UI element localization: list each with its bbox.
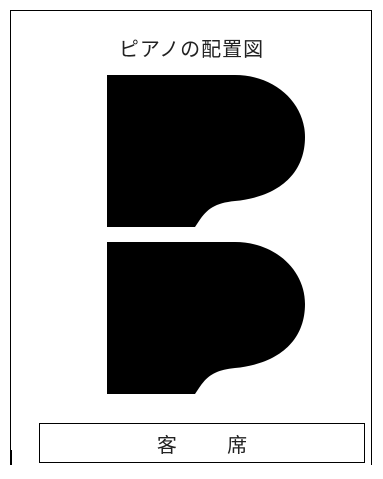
- frame-edge-left: [10, 450, 12, 465]
- piano-top: [107, 75, 307, 227]
- audience-seating-box: 客 席: [39, 423, 365, 463]
- audience-label: 客 席: [156, 432, 270, 457]
- diagram-title: ピアノの配置図: [118, 37, 265, 61]
- piano-bottom: [107, 242, 307, 394]
- grand-piano-icon: [107, 75, 305, 227]
- diagram-frame: [10, 10, 372, 450]
- grand-piano-icon: [107, 242, 305, 394]
- frame-edge-right: [370, 450, 372, 465]
